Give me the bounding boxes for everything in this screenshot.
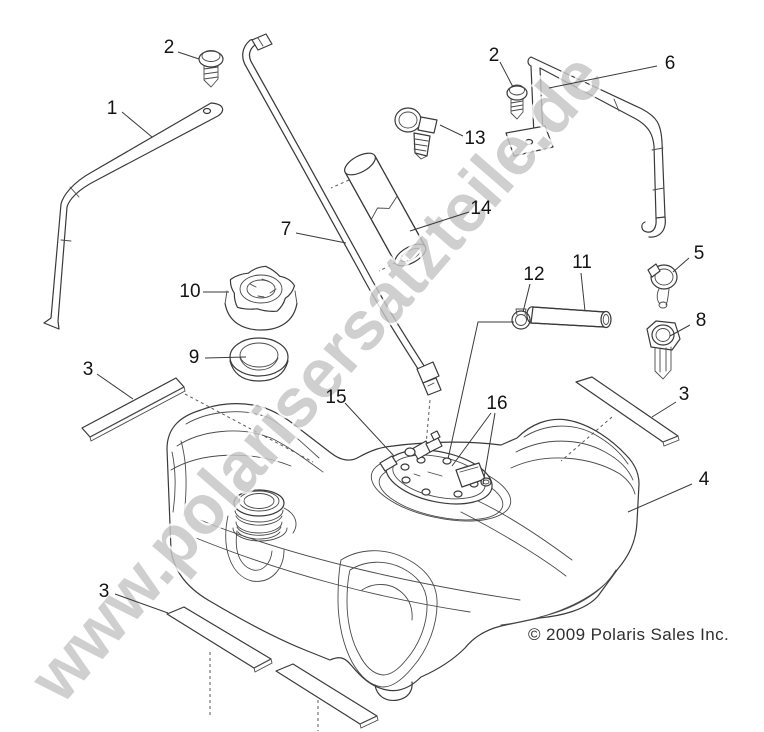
vent-hose bbox=[242, 33, 442, 396]
leader-11 bbox=[580, 272, 586, 312]
callout-11: 11 bbox=[572, 252, 592, 273]
copyright-text: © 2009 Polaris Sales Inc. bbox=[528, 625, 729, 644]
callout-3b: 3 bbox=[679, 384, 690, 405]
filler-neck bbox=[225, 489, 297, 582]
flange-bolt-left bbox=[198, 50, 224, 88]
fuel-cap bbox=[224, 265, 298, 331]
tank-foot bbox=[374, 681, 413, 702]
tank-front-pocket bbox=[337, 550, 438, 688]
fuel-tank-body bbox=[166, 403, 640, 702]
callout-6: 6 bbox=[665, 53, 676, 74]
cable-clamp bbox=[394, 107, 438, 160]
leader-3-right bbox=[651, 401, 677, 418]
tank-front-face-lines bbox=[195, 499, 573, 613]
mounting-strap-right bbox=[505, 56, 666, 238]
callout-14: 14 bbox=[470, 198, 492, 219]
leader-3-left bbox=[96, 373, 134, 400]
foam-strip-right bbox=[575, 376, 680, 447]
foam-strip-bottom-1 bbox=[166, 606, 273, 673]
leader-2-left bbox=[177, 51, 200, 60]
callout-8: 8 bbox=[696, 310, 707, 331]
leader-1 bbox=[121, 111, 153, 138]
mounting-strap-left bbox=[43, 102, 224, 330]
leader-5 bbox=[672, 257, 690, 273]
callout-10: 10 bbox=[179, 281, 200, 302]
leader-7 bbox=[295, 232, 347, 244]
callout-9: 9 bbox=[189, 347, 200, 368]
flange-bolt-right bbox=[506, 84, 528, 120]
leader-14 bbox=[409, 211, 470, 232]
callout-13: 13 bbox=[464, 128, 485, 149]
fuel-pump-flange bbox=[370, 430, 512, 522]
foam-strip-bottom-2 bbox=[275, 663, 379, 729]
callout-3c: 3 bbox=[99, 581, 110, 602]
leader-15 bbox=[344, 402, 395, 457]
callout-12: 12 bbox=[523, 264, 544, 285]
callout-2a: 2 bbox=[164, 37, 175, 58]
leader-9 bbox=[204, 356, 247, 359]
fuel-hose-short bbox=[526, 306, 612, 329]
leader-12 bbox=[522, 283, 531, 313]
leader-4 bbox=[627, 483, 693, 513]
placement-guides bbox=[184, 179, 613, 731]
leader-12-install bbox=[447, 321, 514, 460]
callouts: 1 2 2 3 3 3 4 5 6 7 8 9 10 11 12 13 14 1… bbox=[83, 37, 710, 602]
hose-clamp-large bbox=[647, 263, 678, 309]
callout-3a: 3 bbox=[83, 359, 94, 380]
leader-13 bbox=[439, 124, 464, 137]
callout-4: 4 bbox=[699, 469, 710, 490]
callout-2b: 2 bbox=[489, 45, 500, 66]
callout-16: 16 bbox=[486, 393, 507, 414]
leader-2-right bbox=[499, 61, 514, 88]
push-fastener bbox=[646, 320, 681, 380]
callout-5: 5 bbox=[694, 243, 705, 264]
hose-top-fitting bbox=[251, 33, 273, 51]
tank-left-hump-lines bbox=[170, 411, 324, 517]
callout-15: 15 bbox=[325, 387, 346, 408]
leader-3-bottom bbox=[114, 593, 169, 614]
tank-right-hump-lines bbox=[500, 425, 636, 626]
callout-7: 7 bbox=[281, 219, 292, 240]
hose-bottom-fitting bbox=[416, 361, 440, 384]
callout-1: 1 bbox=[107, 98, 118, 119]
leader-8 bbox=[669, 324, 691, 337]
leader-lines bbox=[96, 51, 693, 614]
leader-6 bbox=[548, 65, 658, 89]
hose-clamp-small bbox=[511, 308, 531, 330]
foam-strip-left bbox=[81, 377, 186, 442]
leader-16 bbox=[451, 412, 496, 485]
